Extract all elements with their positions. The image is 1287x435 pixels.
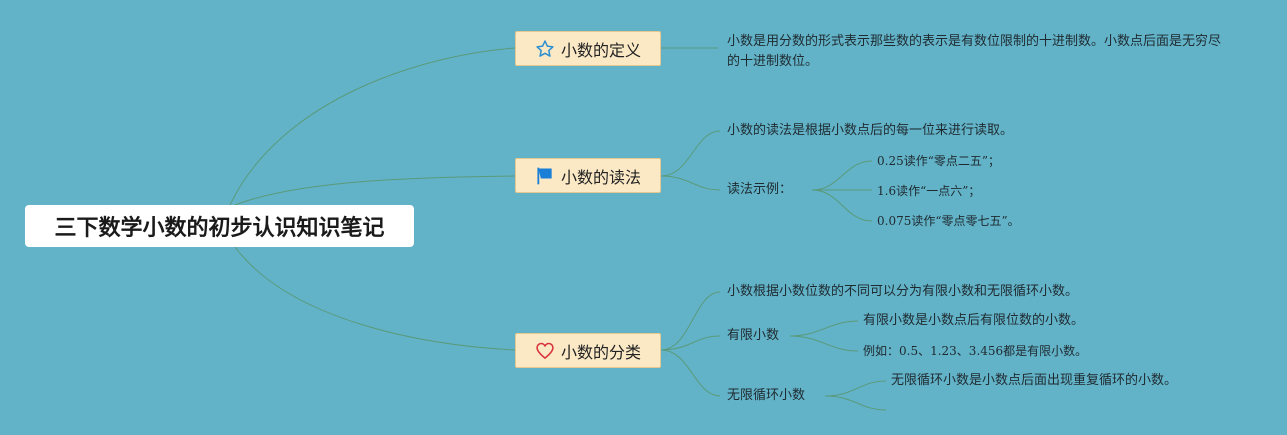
branch-label: 小数的定义 [560, 40, 641, 60]
connector-finite-2 [789, 335, 859, 352]
definition-text[interactable]: 小数是用分数的形式表示那些数的表示是有数位限制的十进制数。小数点后面是无穷尽的十… [727, 34, 1222, 69]
repeating-decimal-definition[interactable]: 无限循环小数是小数点后面出现重复循环的小数。 [891, 373, 1178, 388]
reading-rule-text[interactable]: 小数的读法是根据小数点后的每一位来进行读取。 [727, 123, 1014, 138]
flag-icon [535, 166, 555, 186]
connector-example-3 [811, 189, 873, 222]
finite-decimal-label[interactable]: 有限小数 [727, 328, 780, 343]
reading-example-item[interactable]: 0.25读作“零点二五”； [877, 154, 1000, 168]
reading-example-item[interactable]: 0.075读作“零点零七五”。 [877, 214, 1020, 228]
connector-class-infinite [660, 349, 721, 397]
connector-class-finite [660, 335, 721, 351]
finite-decimal-example[interactable]: 例如：0.5、1.23、3.456都是有限小数。 [863, 344, 1088, 358]
branch-label: 小数的分类 [560, 342, 641, 362]
finite-decimal-definition[interactable]: 有限小数是小数点后有限位数的小数。 [863, 313, 1085, 328]
reading-example-label[interactable]: 读法示例： [727, 182, 793, 197]
connector-root-classification [234, 246, 516, 351]
connector-root-definition [229, 47, 516, 206]
reading-example-item[interactable]: 1.6读作“一点六”； [877, 184, 981, 198]
connector-infinite-1 [824, 380, 887, 397]
heart-icon [535, 341, 555, 361]
branch-label: 小数的读法 [560, 167, 641, 187]
connector-class-rule [660, 291, 721, 351]
connector-finite-1 [789, 320, 859, 337]
star-icon [535, 39, 555, 59]
connector-infinite-2 [824, 395, 887, 411]
connector-root-reading [234, 175, 516, 206]
root-topic[interactable]: 三下数学小数的初步认识知识笔记 [25, 205, 414, 247]
connector-example-1 [811, 160, 873, 191]
repeating-decimal-label[interactable]: 无限循环小数 [727, 388, 806, 403]
branch-classification[interactable]: 小数的分类 [515, 333, 661, 368]
classification-rule-text[interactable]: 小数根据小数位数的不同可以分为有限小数和无限循环小数。 [727, 284, 1079, 299]
connector-reading-example [660, 175, 721, 191]
branch-reading[interactable]: 小数的读法 [515, 158, 661, 193]
connector-reading-rule [660, 130, 721, 177]
branch-definition[interactable]: 小数的定义 [515, 31, 661, 66]
